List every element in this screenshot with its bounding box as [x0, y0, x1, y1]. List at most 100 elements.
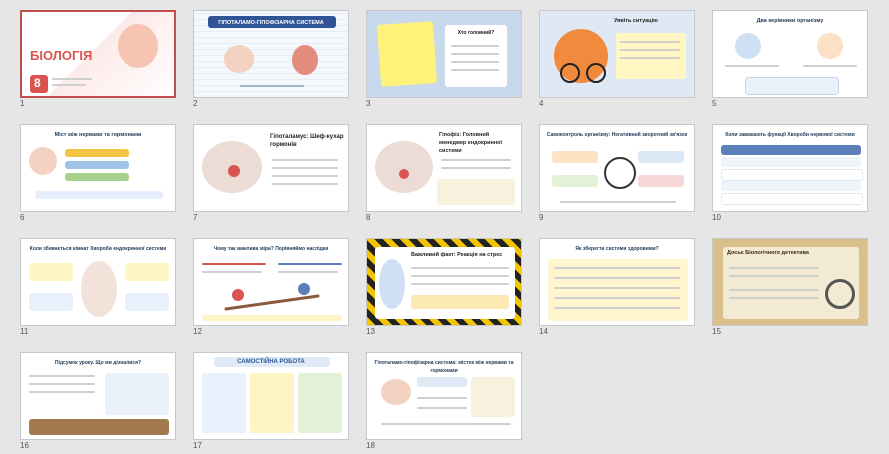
slide-preview: ГІПОТАЛАМО-ГІПОФІЗАРНА СИСТЕМА: [193, 10, 349, 98]
slide-thumbnail[interactable]: Міст між нервами та гормонами 6: [20, 124, 178, 224]
grade-number: 8: [34, 76, 41, 90]
slide-thumbnail[interactable]: Важливий факт: Реакція на стрес 13: [366, 238, 524, 338]
summary-bar: [35, 191, 163, 199]
slide-number: 13: [366, 327, 375, 336]
slide-thumbnail[interactable]: Гіпоталамо-гіпофізарна система: місток м…: [366, 352, 524, 452]
slide-preview: Гіпоталамо-гіпофізарна система: місток м…: [366, 352, 522, 440]
flow-step: [65, 161, 129, 169]
slide-number: 8: [366, 213, 371, 222]
hypothalamus-marker: [228, 165, 240, 177]
slide-preview: Міст між нервами та гормонами: [20, 124, 176, 212]
game-panel: [105, 373, 169, 415]
slide-number: 6: [20, 213, 25, 222]
task-card: [298, 373, 342, 433]
slide-number: 5: [712, 99, 717, 108]
endocrine-system-icon: [817, 33, 843, 59]
diagram-node: [417, 377, 467, 387]
slide-number: 3: [366, 99, 371, 108]
table-row: [721, 157, 861, 167]
slide-preview: Гіпоталамус: Шеф-кухар гормонів: [193, 124, 349, 212]
slide-number: 12: [193, 327, 202, 336]
slide-number: 10: [712, 213, 721, 222]
slide-preview: Самоконтроль організму: Негативний зворо…: [539, 124, 695, 212]
diagram-panel: [471, 377, 515, 417]
highlight-box: [411, 295, 509, 309]
checklist-panel: [548, 259, 688, 321]
disease-card: [29, 263, 73, 281]
slide-thumbnail[interactable]: Гіпоталамус: Шеф-кухар гормонів 7: [193, 124, 351, 224]
slide-title: Коли збивається кімнат Хвороби ендокринн…: [29, 246, 167, 252]
slide-thumbnail[interactable]: Коли заважають функції Хвороби нервової …: [712, 124, 870, 224]
slide-thumbnail[interactable]: Уявіть ситуацію 4: [539, 10, 697, 110]
sticky-note: [376, 21, 438, 87]
slide-thumbnail[interactable]: Гіпофіз: Головний менеджер ендокринної с…: [366, 124, 524, 224]
slide-number: 15: [712, 327, 721, 336]
magnifier-icon: [825, 279, 855, 309]
bike-wheel-icon: [560, 63, 580, 83]
cycle-step: [552, 175, 598, 187]
slide-number: 9: [539, 213, 544, 222]
human-figure: [81, 261, 117, 317]
slide-title: Хто головний?: [457, 30, 495, 36]
slide-preview: Підсумок уроку. Що ми дізналися?: [20, 352, 176, 440]
conclusion-banner: [29, 419, 169, 435]
slide-preview: Коли збивається кімнат Хвороби ендокринн…: [20, 238, 176, 326]
table-row: [721, 169, 863, 181]
bike-wheel-icon: [586, 63, 606, 83]
table-header: [721, 145, 861, 155]
slide-number: 16: [20, 441, 29, 450]
brain-illustration: [224, 45, 254, 73]
checklist-card: [445, 25, 507, 87]
doctor-illustration: [379, 259, 405, 309]
slide-title: Самоконтроль організму: Негативний зворо…: [546, 132, 688, 138]
task-card: [250, 373, 294, 433]
slide-thumbnail[interactable]: ГІПОТАЛАМО-ГІПОФІЗАРНА СИСТЕМА 2: [193, 10, 351, 110]
slide-title: Гіпоталамо-гіпофізарна система: місток м…: [374, 360, 514, 374]
pituitary-marker: [399, 169, 409, 179]
slide-title: Досьє Біологічного детектива: [727, 250, 809, 256]
cycle-arrow-icon: [604, 157, 636, 189]
info-panel: [437, 179, 515, 205]
slide-number: 18: [366, 441, 375, 450]
cycle-step: [552, 151, 598, 163]
organ-illustration: [292, 45, 318, 75]
slide-logo-text: БІОЛОГІЯ: [30, 48, 93, 63]
slide-number: 2: [193, 99, 198, 108]
task-card: [202, 373, 246, 433]
grade-badge: 8: [30, 75, 48, 93]
comparison-box: [745, 77, 839, 95]
slide-thumbnail[interactable]: БІОЛОГІЯ 8 1: [20, 10, 178, 110]
disease-card: [125, 263, 169, 281]
slide-number: 14: [539, 327, 548, 336]
slide-number: 4: [539, 99, 544, 108]
slide-number: 11: [20, 327, 29, 336]
slide-number: 17: [193, 441, 202, 450]
slide-preview: Важливий факт: Реакція на стрес: [366, 238, 522, 326]
slide-thumbnail[interactable]: Два керівники організму 5: [712, 10, 870, 110]
brain-illustration: [29, 147, 57, 175]
slide-title: Коли заважають функції Хвороби нервової …: [725, 132, 855, 138]
slide-preview: Уявіть ситуацію: [539, 10, 695, 98]
slide-preview: Досьє Біологічного детектива: [712, 238, 868, 326]
table-row: [721, 193, 863, 205]
slide-thumbnail[interactable]: Як зберегти системи здоровими? 14: [539, 238, 697, 338]
slide-thumbnail[interactable]: Досьє Біологічного детектива 15: [712, 238, 870, 338]
slide-thumbnail[interactable]: Самоконтроль організму: Негативний зворо…: [539, 124, 697, 224]
slide-title: Підсумок уроку. Що ми дізналися?: [54, 360, 142, 366]
slide-thumbnail[interactable]: Хто головний? 3: [366, 10, 524, 110]
brain-illustration: [381, 379, 411, 405]
slide-thumbnail[interactable]: Коли збивається кімнат Хвороби ендокринн…: [20, 238, 178, 338]
text-panel: [616, 33, 686, 79]
slide-preview: Два керівники організму: [712, 10, 868, 98]
slide-thumbnail[interactable]: Підсумок уроку. Що ми дізналися? 16: [20, 352, 178, 452]
cycle-step: [638, 175, 684, 187]
slide-title: Два керівники організму: [756, 18, 824, 24]
slide-title: Уявіть ситуацію: [614, 18, 658, 24]
slide-preview: Хто головний?: [366, 10, 522, 98]
slide-thumbnail[interactable]: САМОСТІЙНА РОБОТА 17: [193, 352, 351, 452]
note-bar: [202, 315, 342, 321]
title-banner: [208, 16, 336, 28]
slide-preview: САМОСТІЙНА РОБОТА: [193, 352, 349, 440]
slide-thumbnail[interactable]: Чому так важлива міра? Порівняймо наслід…: [193, 238, 351, 338]
